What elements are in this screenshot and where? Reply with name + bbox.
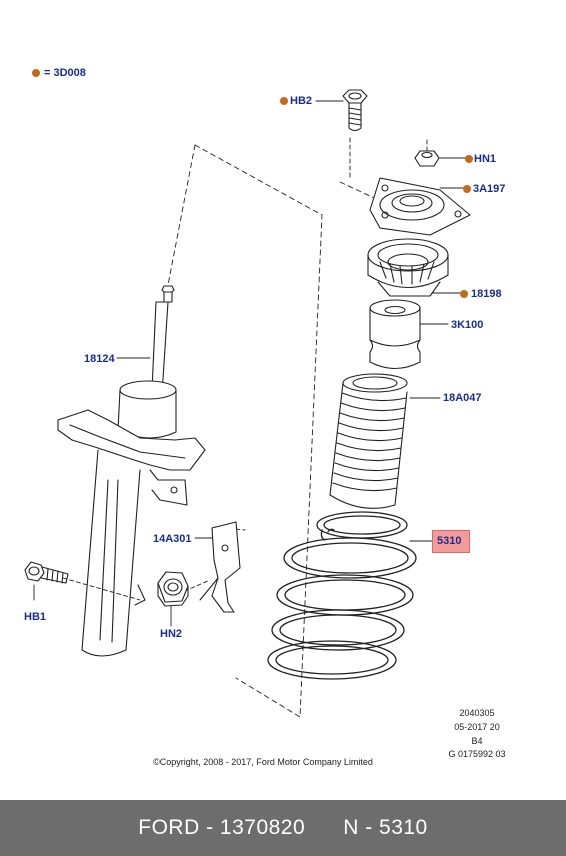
copyright-notice: ©Copyright, 2008 - 2017, Ford Motor Comp… bbox=[153, 757, 373, 767]
drawing-id: G 0175992 03 bbox=[448, 749, 506, 759]
3a197-dot-icon bbox=[463, 185, 471, 193]
callout-hn2: HN2 bbox=[160, 628, 183, 640]
callout-18a047: 18A047 bbox=[443, 392, 482, 404]
legend-code: = 3D008 bbox=[44, 67, 86, 79]
bump-stop-3k100 bbox=[369, 299, 421, 370]
dust-boot-18a047 bbox=[329, 373, 408, 509]
callout-14a301: 14A301 bbox=[153, 533, 192, 545]
coil-spring-5310 bbox=[267, 511, 417, 680]
callout-hb2: HB2 bbox=[290, 95, 313, 107]
nut-hn2 bbox=[157, 571, 189, 607]
hn1-dot-icon bbox=[465, 155, 473, 163]
bracket-14a301 bbox=[199, 521, 241, 613]
bearing-18198 bbox=[367, 238, 449, 297]
footer-reference: N - 5310 bbox=[343, 816, 428, 839]
drawing-number: 2040305 bbox=[459, 708, 495, 718]
legend-dot-icon bbox=[32, 69, 40, 77]
footer-bar: FORD - 1370820 N - 5310 bbox=[0, 800, 566, 856]
callout-18124: 18124 bbox=[84, 353, 115, 365]
callout-18198: 18198 bbox=[471, 288, 502, 300]
callout-5310-highlight bbox=[432, 530, 470, 553]
callout-3a197: 3A197 bbox=[473, 183, 506, 195]
bolt-hb2 bbox=[342, 89, 368, 132]
exploded-parts-diagram bbox=[24, 89, 471, 718]
nut-hn1 bbox=[414, 150, 440, 167]
bolt-hb1 bbox=[24, 561, 69, 584]
top-mount-3a197 bbox=[369, 177, 471, 236]
callout-hn1: HN1 bbox=[474, 153, 497, 165]
strut-18124 bbox=[57, 285, 206, 657]
hb2-dot-icon bbox=[280, 97, 288, 105]
callout-5310: 5310 bbox=[437, 535, 462, 547]
drawing-sheet: B4 bbox=[471, 736, 483, 746]
callout-3k100: 3K100 bbox=[451, 319, 484, 331]
callout-hb1: HB1 bbox=[24, 611, 47, 623]
footer-spacer bbox=[305, 816, 343, 840]
footer-part-number: FORD - 1370820 bbox=[138, 816, 306, 839]
drawing-date: 05-2017 20 bbox=[454, 722, 500, 732]
assembly-outline bbox=[194, 144, 323, 718]
18198-dot-icon bbox=[460, 290, 468, 298]
